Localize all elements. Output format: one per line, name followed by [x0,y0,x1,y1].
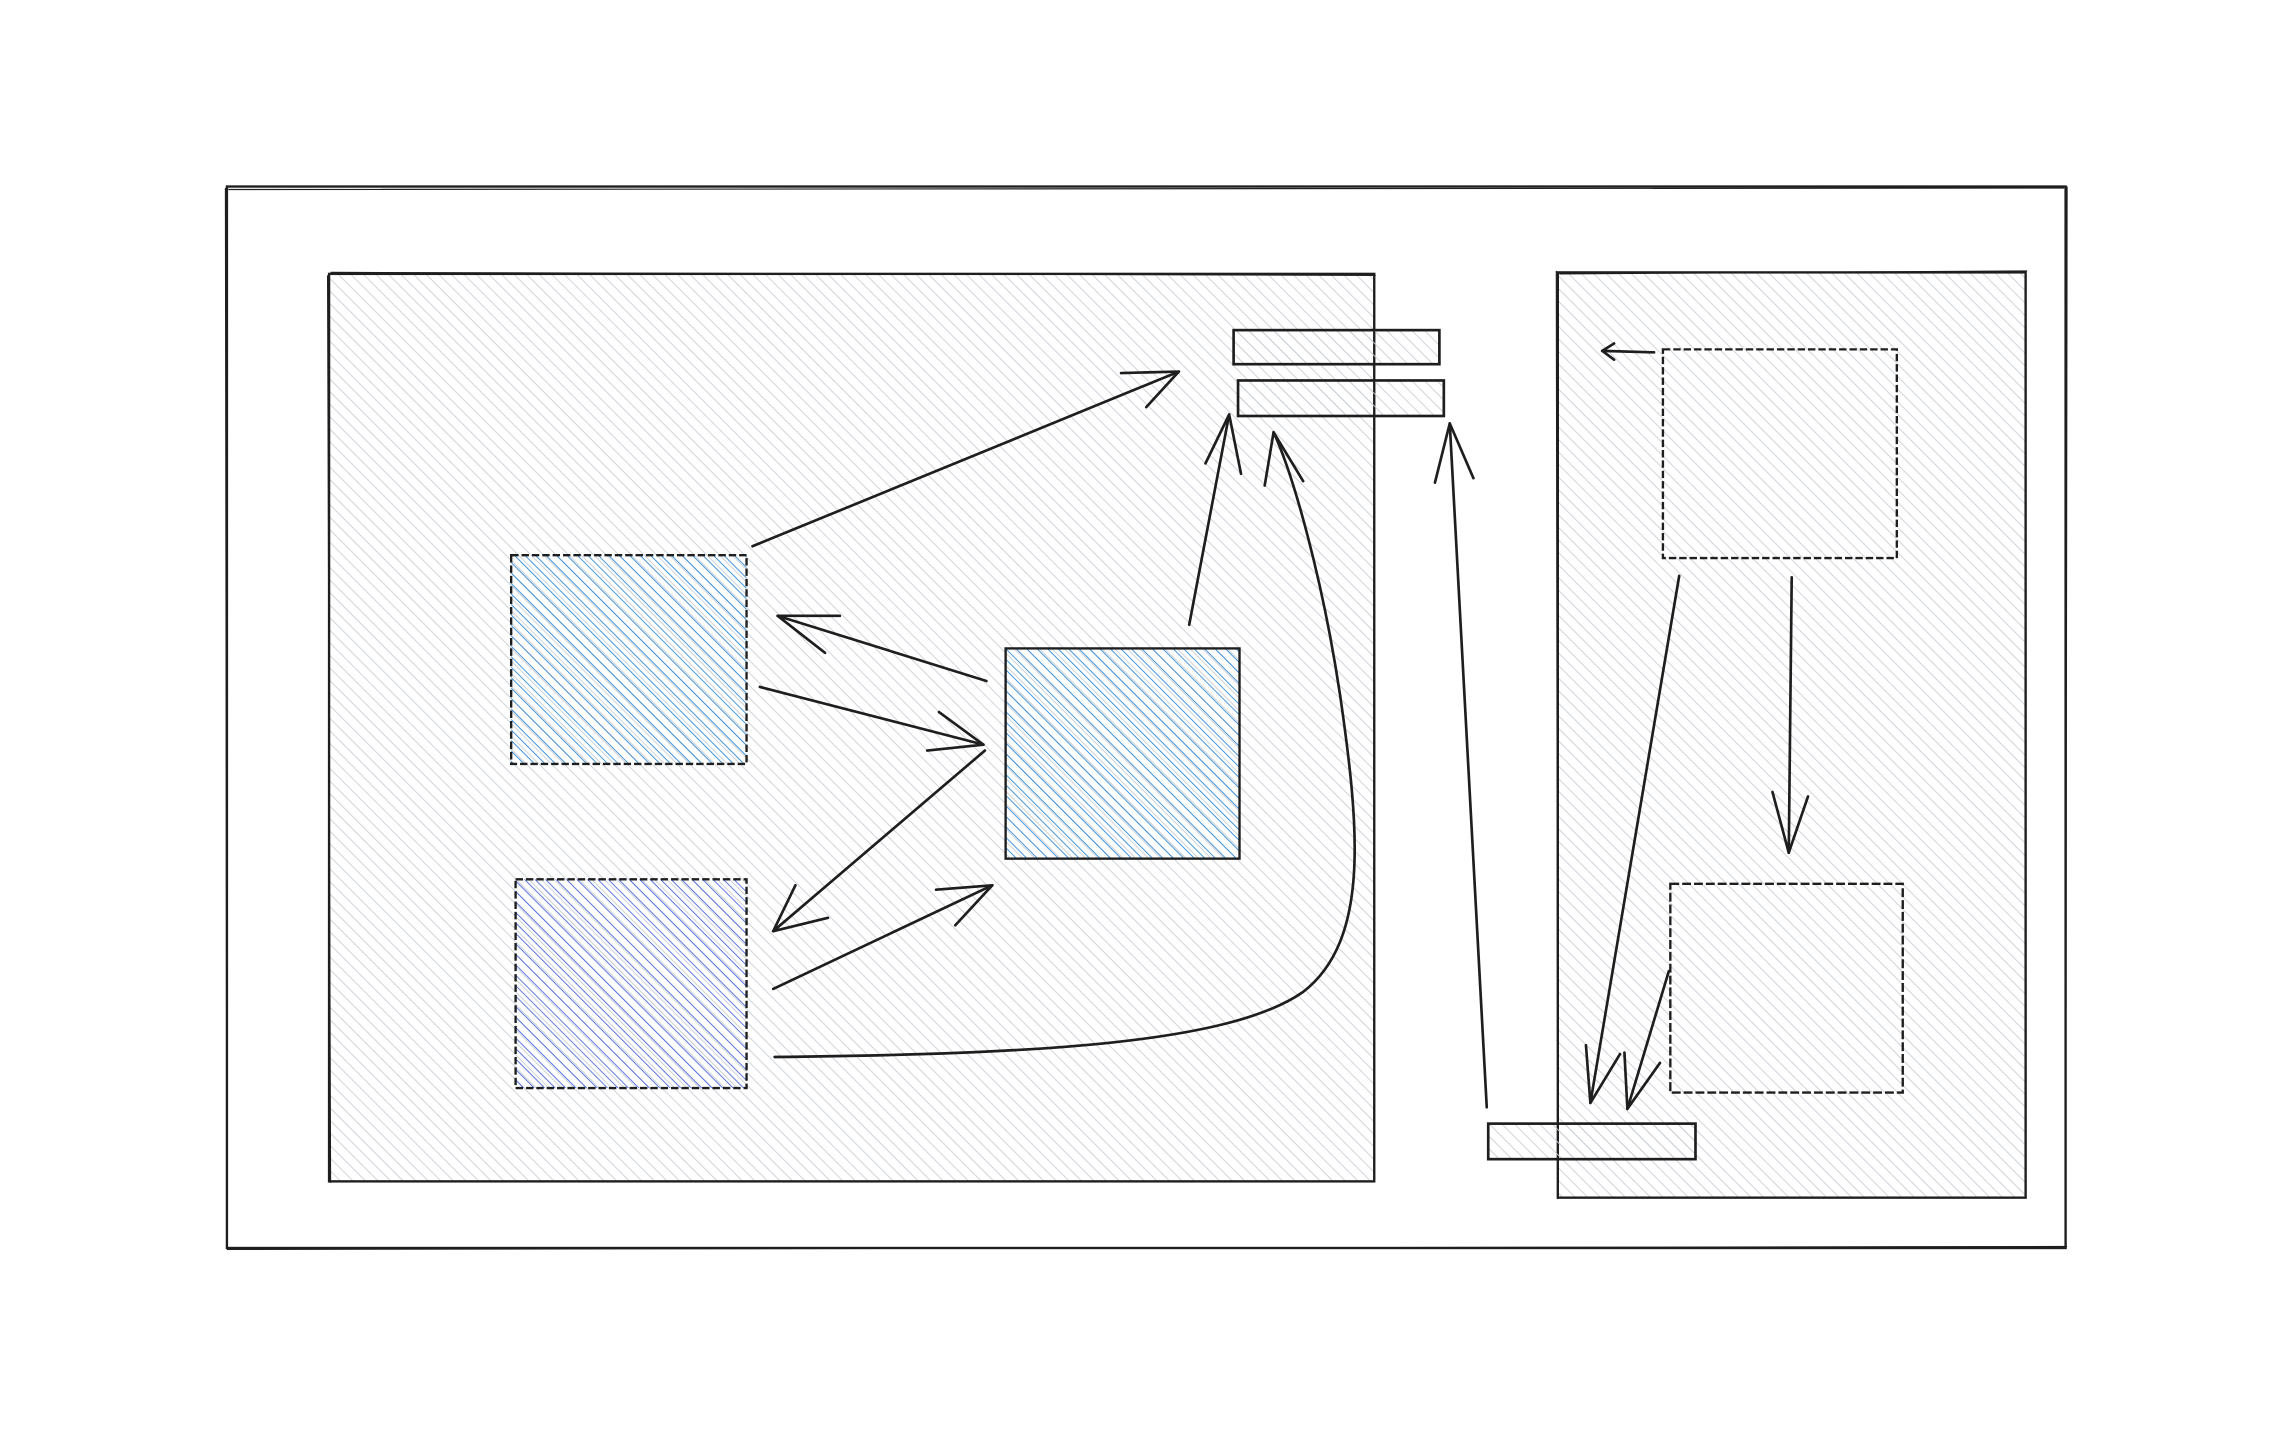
outer-frame [224,185,2068,1251]
arrow-icon [776,614,988,683]
arrow-icon [773,430,1357,1059]
blue-box-center [1004,647,1241,860]
small-bar-top-2 [1236,379,1446,418]
small-bar-bottom [1486,1122,1697,1161]
blue-box-top-left [509,553,748,766]
arrow-icon [1771,576,1810,855]
arrow-icon [1623,969,1671,1111]
arrow-icon [1433,422,1489,1109]
arrow-icon [1187,413,1243,627]
right-top-box [1661,348,1899,560]
arrow-icon [771,883,994,991]
arrow-icon [1600,342,1656,362]
arrow-icon [1584,574,1681,1105]
arrow-icon [771,749,987,933]
arrow-icon [751,370,1181,548]
indigo-box-bottom-left [514,878,748,1090]
arrow-icon [758,685,985,752]
right-container [1555,270,2028,1200]
small-bar-top-1 [1232,328,1441,366]
right-bottom-box [1669,882,1904,1094]
